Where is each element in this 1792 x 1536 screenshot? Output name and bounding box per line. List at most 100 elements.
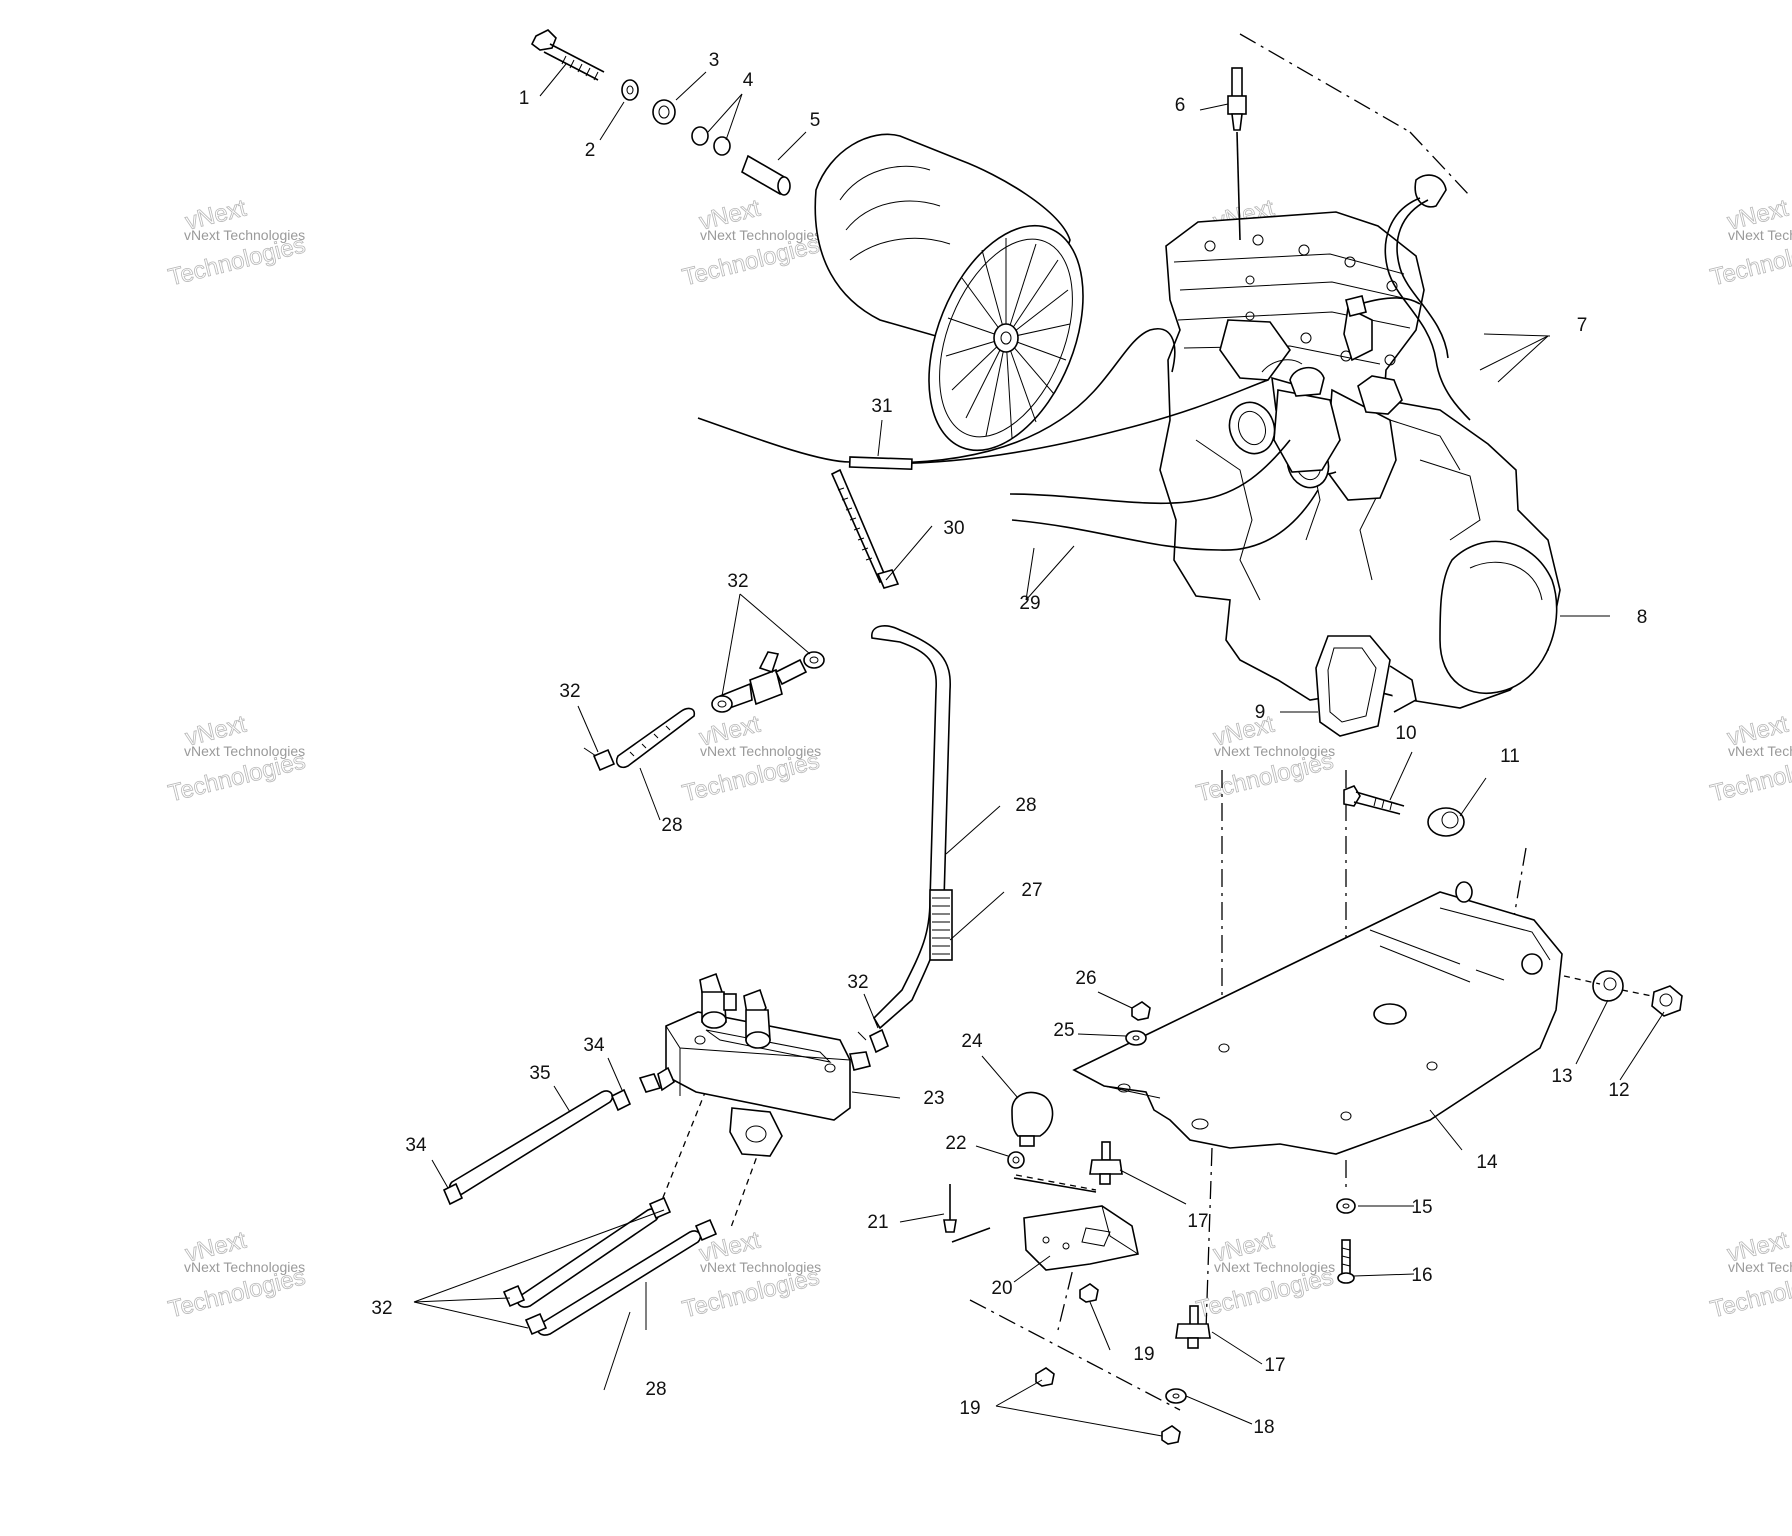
tee-fitting-33	[719, 651, 808, 712]
watermark-text: vNext Technologies	[1728, 743, 1792, 759]
bolt-10	[1343, 785, 1405, 815]
callout-6: 6	[1175, 95, 1186, 116]
secondary-clutch	[814, 133, 1084, 452]
spark-plug-wires-7	[1345, 174, 1551, 421]
callout-8: 8	[1637, 607, 1648, 628]
callout-32: 32	[371, 1298, 392, 1319]
nut-12	[1651, 985, 1683, 1017]
engine	[1159, 211, 1561, 737]
callout-32: 32	[559, 681, 580, 702]
washer-2	[621, 79, 639, 101]
callout-1: 1	[519, 88, 530, 109]
callout-labels: 1234567891011121314151617171819192021222…	[371, 50, 1647, 1438]
oil-injection-pump-23	[657, 972, 871, 1157]
callout-14: 14	[1476, 1152, 1498, 1173]
callout-17: 17	[1264, 1355, 1285, 1376]
clamps-32-lower	[502, 1196, 718, 1336]
bushing-5	[741, 154, 791, 196]
clamp-32	[857, 1028, 890, 1054]
callout-12: 12	[1608, 1080, 1629, 1101]
clamp-32c	[803, 651, 825, 669]
callout-28: 28	[1015, 795, 1036, 816]
callout-4: 4	[743, 70, 754, 91]
callout-9: 9	[1255, 702, 1266, 723]
callout-26: 26	[1075, 968, 1096, 989]
spacer-22	[1007, 1151, 1025, 1169]
watermark-text: vNext Technologies	[700, 227, 821, 243]
callout-21: 21	[867, 1212, 888, 1233]
callout-13: 13	[1551, 1066, 1572, 1087]
watermark-text: vNext Technologies	[184, 227, 305, 243]
watermark-text: vNext Technologies	[184, 743, 305, 759]
nut-26	[1131, 1001, 1151, 1021]
callout-17: 17	[1187, 1211, 1208, 1232]
spark-plug-6	[1227, 67, 1247, 241]
callout-32: 32	[727, 571, 748, 592]
callout-28: 28	[661, 815, 682, 836]
lower-oil-lines-28	[516, 1208, 702, 1336]
callout-35: 35	[529, 1063, 550, 1084]
nut-19b	[1035, 1367, 1055, 1387]
throttle-cable-31	[697, 328, 1269, 470]
callout-34: 34	[583, 1035, 605, 1056]
watermark-text: vNext Technologies	[1728, 227, 1792, 243]
callout-15: 15	[1411, 1197, 1432, 1218]
watermark-text: vNext Technologies	[184, 1259, 305, 1275]
oil-line-35	[448, 1090, 614, 1196]
cable-tie-30	[830, 468, 900, 589]
watermark-text: vNext Technologies	[1728, 1259, 1792, 1275]
callout-32: 32	[847, 972, 868, 993]
fitting-34	[638, 1073, 662, 1093]
callout-23: 23	[923, 1088, 944, 1109]
callout-27: 27	[1021, 880, 1042, 901]
rubber-mount-17	[1089, 1141, 1123, 1185]
callout-20: 20	[991, 1278, 1012, 1299]
callout-19: 19	[959, 1398, 980, 1419]
stud-16	[1337, 1239, 1355, 1284]
nut-19c	[1079, 1283, 1099, 1303]
rubber-mount-11	[1427, 807, 1465, 837]
o-rings-4	[691, 126, 731, 156]
callout-16: 16	[1411, 1265, 1432, 1286]
watermark-text: vNext Technologies	[1214, 1259, 1335, 1275]
callout-28: 28	[645, 1379, 666, 1400]
callout-10: 10	[1395, 723, 1416, 744]
choke-cables-29	[1009, 439, 1319, 551]
clamp-32d	[711, 695, 733, 713]
oil-line-28b	[615, 707, 696, 769]
washer-18	[1165, 1388, 1187, 1404]
mount-13	[1592, 970, 1624, 1002]
oil-line-28	[871, 625, 953, 1030]
callout-24: 24	[961, 1031, 983, 1052]
rubber-mount-17b	[1175, 1305, 1211, 1349]
bolt-1	[530, 29, 605, 81]
clamp-34	[610, 1088, 632, 1112]
bumper-24	[1011, 1091, 1054, 1147]
screw-21	[943, 1184, 957, 1233]
clamp-34b	[442, 1182, 464, 1206]
callout-18: 18	[1253, 1417, 1274, 1438]
watermark-text: vNext Technologies	[700, 1259, 821, 1275]
callout-3: 3	[709, 50, 720, 71]
callout-25: 25	[1053, 1020, 1074, 1041]
washer-25	[1125, 1030, 1147, 1046]
watermark-text: vNext Technologies	[1214, 743, 1335, 759]
engine-mount-plate-14	[1072, 881, 1563, 1155]
callout-2: 2	[585, 140, 596, 161]
callout-5: 5	[810, 110, 821, 131]
clamp-32b	[583, 747, 616, 772]
nut-19	[1161, 1425, 1181, 1445]
callout-30: 30	[943, 518, 964, 539]
callout-31: 31	[871, 396, 892, 417]
callout-29: 29	[1019, 593, 1040, 614]
callout-22: 22	[945, 1133, 966, 1154]
bracket-20	[1023, 1205, 1139, 1271]
watermark-text: vNext Technologies	[700, 743, 821, 759]
washer-3	[652, 99, 676, 125]
callout-34: 34	[405, 1135, 427, 1156]
leader-lines	[413, 63, 1665, 1437]
washer-15	[1336, 1198, 1356, 1214]
callout-7: 7	[1577, 315, 1588, 336]
callout-11: 11	[1500, 746, 1520, 767]
